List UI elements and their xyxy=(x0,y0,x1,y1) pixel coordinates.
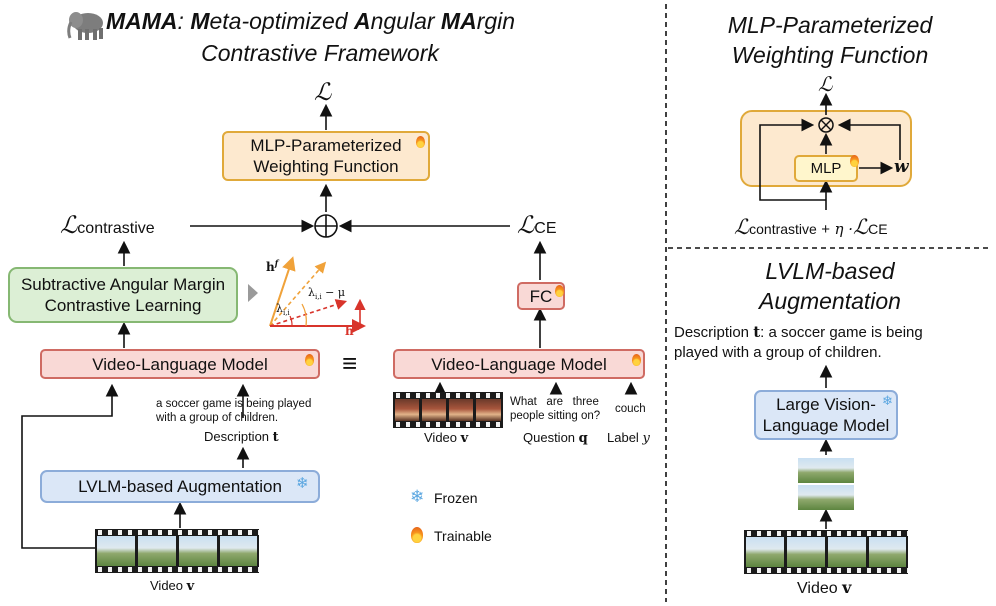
qa-video-filmstrip xyxy=(393,392,503,428)
fire-icon xyxy=(411,527,423,543)
loss-formula: ℒcontrastive + η ·ℒCE xyxy=(734,216,888,239)
lambda-label: λi,i xyxy=(276,302,290,318)
description-right: Description t: a soccer game is being pl… xyxy=(674,323,923,361)
h-f-label: hf xyxy=(266,258,279,274)
selected-frame xyxy=(798,458,854,483)
h-w-label: hw xyxy=(345,322,361,338)
main-title: MAMA: Meta-optimized Angular MArgin xyxy=(106,8,516,34)
angular-margin-diagram xyxy=(269,256,366,333)
vlm-left-box: Video-Language Model xyxy=(40,349,320,379)
lambda-mu-label: λi,i − μ xyxy=(308,286,346,302)
snowflake-icon: ❄ xyxy=(410,487,425,506)
loss-symbol-top: ℒ xyxy=(314,79,332,106)
l-contrastive-label: ℒcontrastive xyxy=(60,212,155,239)
question-q-label: Question q xyxy=(523,430,588,446)
fire-icon xyxy=(416,136,425,148)
snowflake-icon: ❄ xyxy=(882,393,893,408)
label-y-label: Label y xyxy=(607,430,650,446)
elephant-icon xyxy=(67,12,103,40)
loss-symbol-right: ℒ xyxy=(818,74,833,96)
video-v-label: Video v xyxy=(150,578,195,594)
video-filmstrip xyxy=(95,529,259,573)
couch-text: couch xyxy=(615,403,646,415)
fire-icon xyxy=(632,354,641,366)
lvlm-augmentation-box: LVLM-based Augmentation xyxy=(40,470,320,503)
legend-trainable: Trainable xyxy=(434,528,492,544)
main-title-line2: Contrastive Framework xyxy=(201,40,439,66)
vlm-right-box: Video-Language Model xyxy=(393,349,645,379)
fire-icon xyxy=(850,155,859,167)
legend-frozen: Frozen xyxy=(434,490,478,506)
fire-icon xyxy=(555,285,564,297)
snowflake-icon: ❄ xyxy=(296,475,309,492)
l-ce-label: ℒCE xyxy=(517,212,557,239)
equivalence-symbol: ≡ xyxy=(342,348,358,378)
mlp-small-box: MLP xyxy=(794,155,858,182)
w-label: w xyxy=(894,157,909,177)
qa-video-label: Video v xyxy=(424,430,469,446)
video-filmstrip-right xyxy=(744,530,908,574)
selected-frame xyxy=(798,485,854,510)
fire-icon xyxy=(305,354,314,366)
description-t-label: Description t xyxy=(204,429,279,445)
large-vlm-box: Large Vision-Language Model xyxy=(754,390,898,440)
video-v-label-right: Video v xyxy=(797,578,852,597)
